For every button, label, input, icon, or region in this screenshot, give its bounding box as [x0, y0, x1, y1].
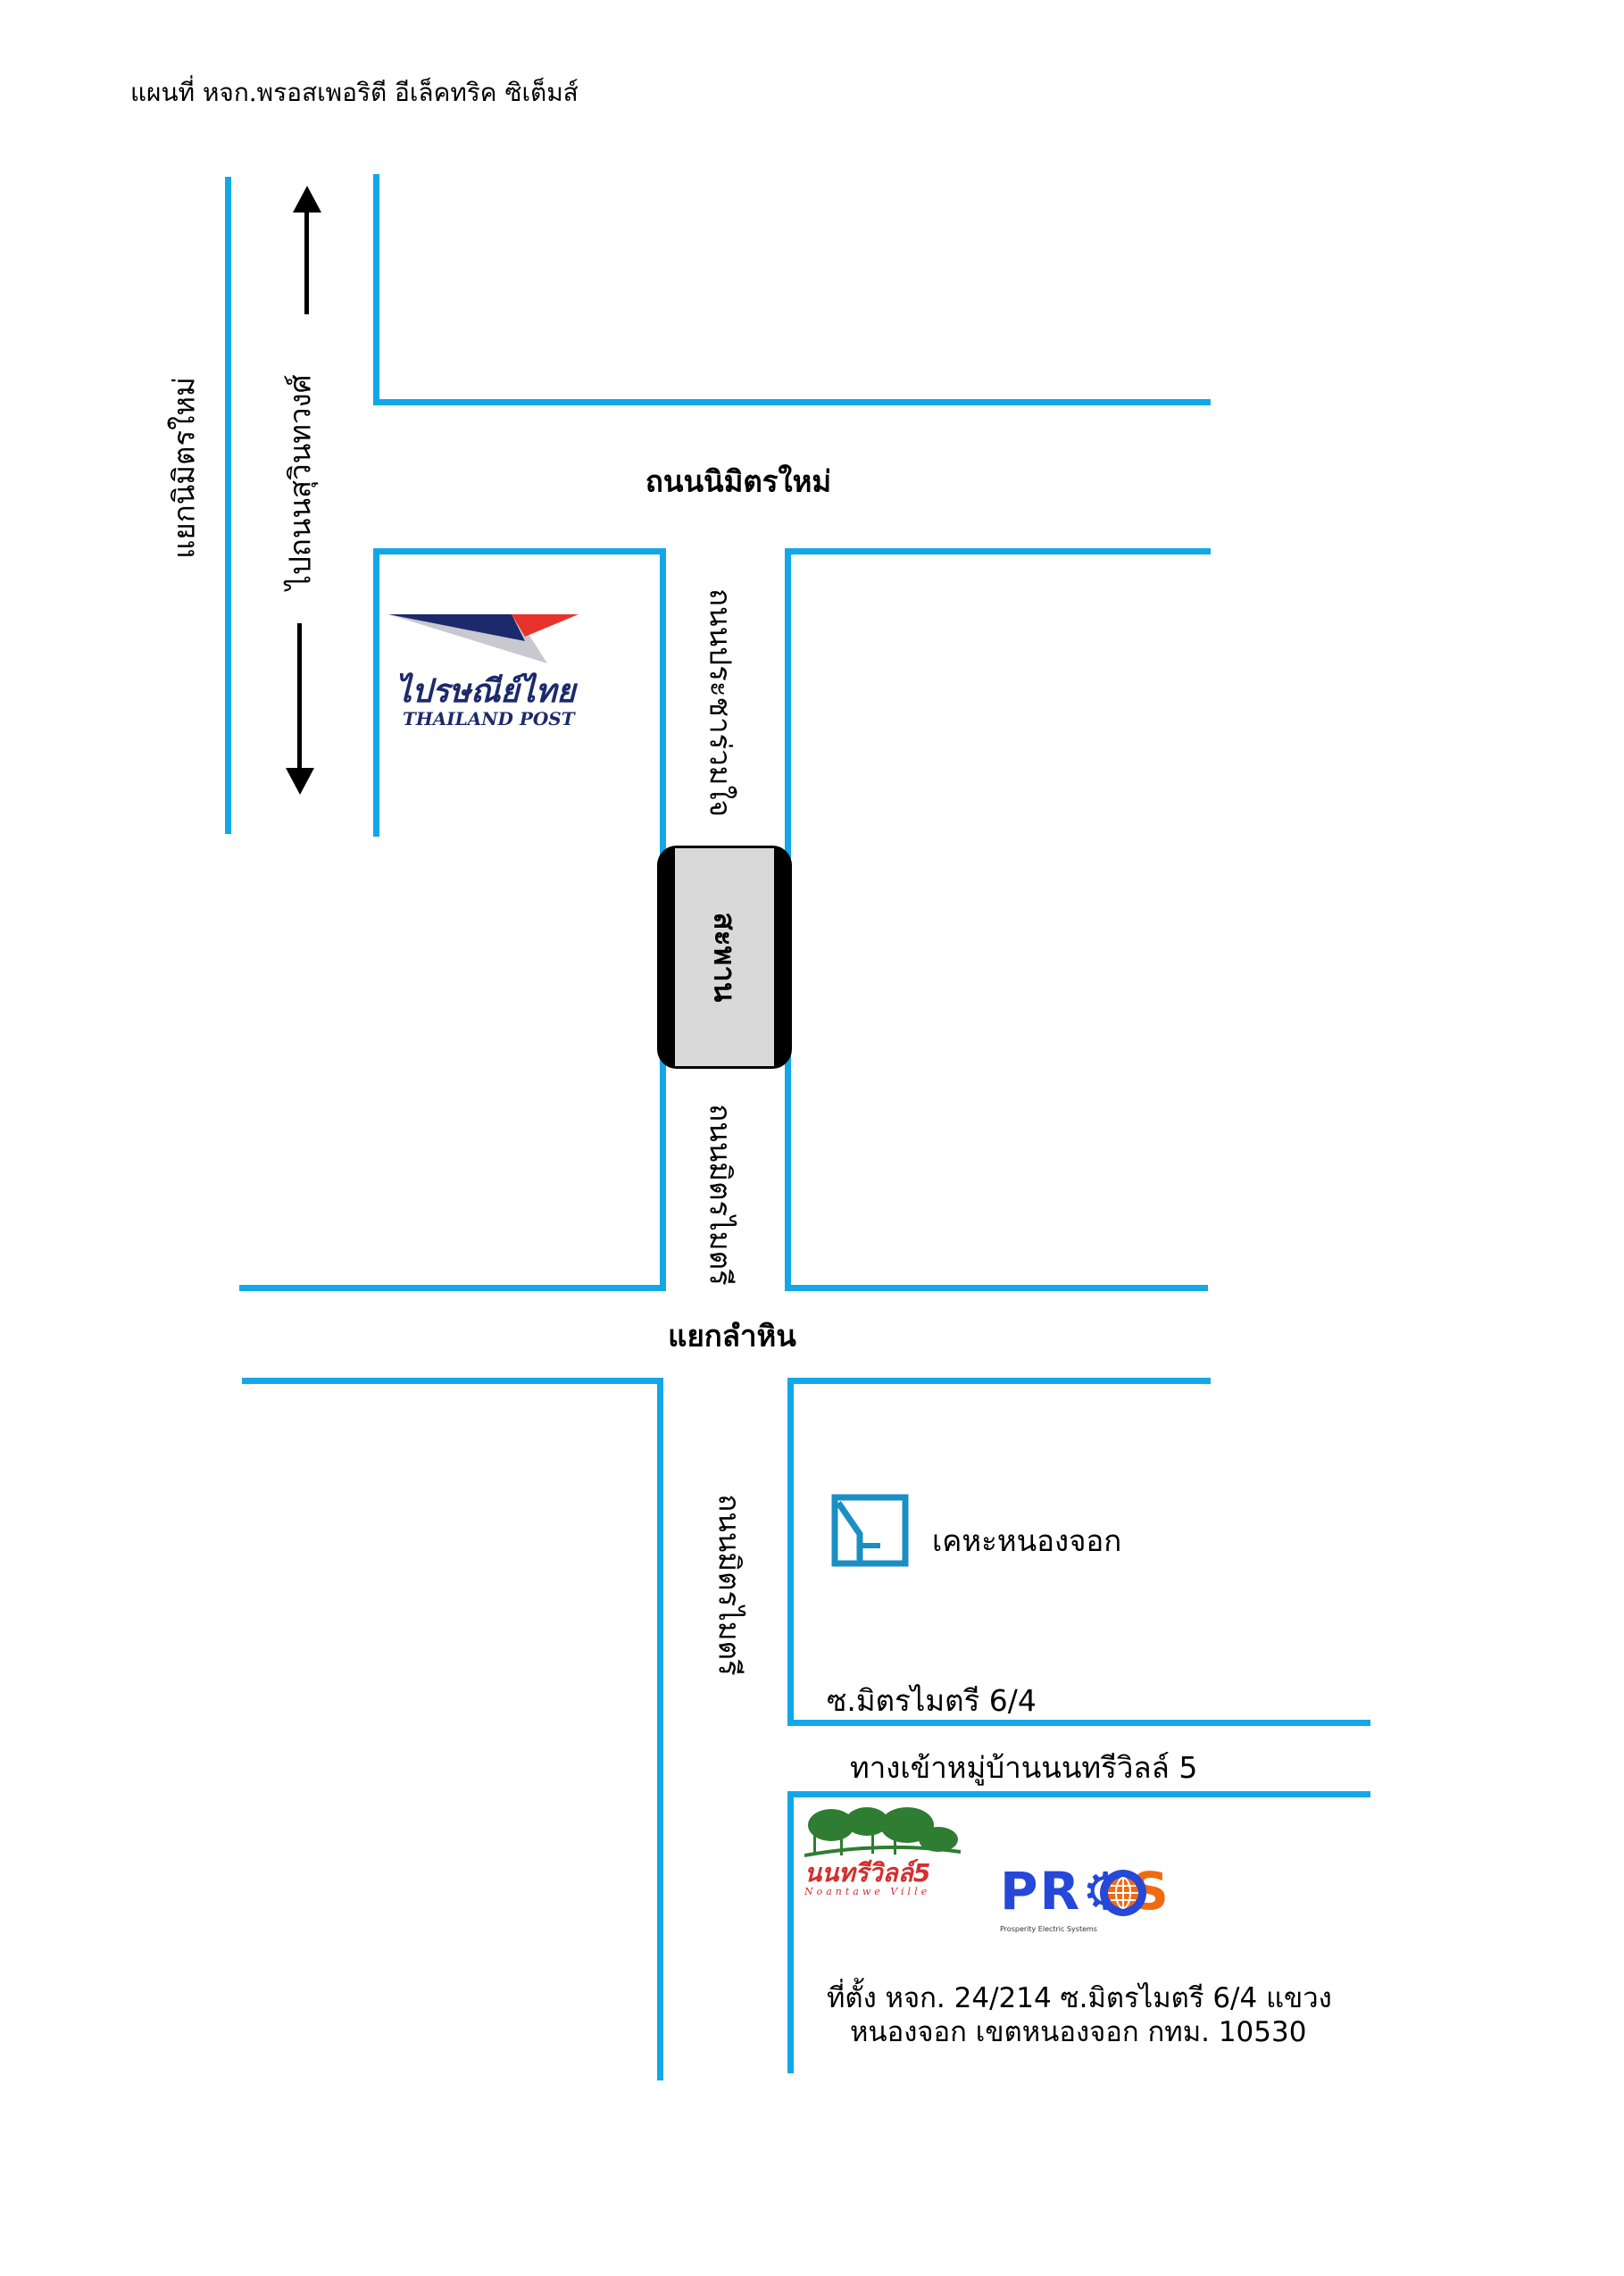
label-nimit-mai-road: ถนนนิมิตรใหม่ [645, 463, 832, 499]
road-line [242, 1378, 663, 1384]
village-logo-en: Noantawe Ville [804, 1886, 931, 1897]
label-village-entrance: ทางเข้าหมู่บ้านนนทรีวิลล์ 5 [850, 1750, 1198, 1785]
label-nimit-mai-junction: แยกนิมิตรใหม่ [166, 377, 202, 559]
noantawe-ville-logo: นนทรีวิลล์5 Noantawe Ville [804, 1805, 962, 1897]
road-line [787, 1791, 794, 2073]
label-bridge: สะพาน [707, 912, 743, 1003]
post-en-text: THAILAND POST [403, 708, 575, 729]
road-line [787, 1720, 1370, 1726]
label-kheha: เคหะหนองจอก [932, 1523, 1122, 1558]
label-mit-maitri-lower: ถนนมิตรไมตรี [712, 1494, 747, 1676]
post-thai-text: ไปรษณีย์ไทย [396, 673, 576, 710]
road-line [373, 548, 379, 837]
label-lam-hin-junction: แยกลำหิน [668, 1318, 796, 1354]
globe-gear-icon [1100, 1870, 1146, 1916]
thailand-post-logo: ไปรษณีย์ไทย THAILAND POST [387, 610, 583, 735]
road-line [373, 399, 1211, 405]
label-soi: ซ.มิตรไมตรี 6/4 [827, 1683, 1037, 1718]
road-line [785, 548, 1211, 554]
kheha-logo-icon [831, 1494, 909, 1567]
bridge-deck [675, 848, 774, 1066]
label-mit-maitri-upper: ถนนมิตรไมตรี [703, 1104, 738, 1286]
village-logo-thai: นนทรีวิลล์5 [804, 1858, 931, 1888]
pros-logo: PR⚙S Prosperity Electric Systems [1000, 1848, 1196, 1947]
arrow-up-icon [304, 210, 309, 314]
map-title: แผนที่ หจก.พรอสเพอริตี อีเล็คทริค ซิเต็ม… [130, 78, 579, 107]
address-line-2: หนองจอก เขตหนองจอก กทม. 10530 [850, 2016, 1307, 2048]
label-to-suwinthawong: ไปถนนสุวินทวงศ์ [282, 374, 318, 590]
road-line [787, 1378, 794, 1725]
arrow-down-icon [297, 623, 302, 771]
address-line-1: ที่ตั้ง หจก. 24/214 ซ.มิตรไมตรี 6/4 แขวง [827, 1982, 1332, 2014]
pros-tagline: Prosperity Electric Systems [1000, 1925, 1097, 1933]
label-pracha-ruam-jai: ถนนประชาร่วมใจ [703, 588, 738, 817]
trees-icon [804, 1807, 962, 1857]
post-wing-icon [388, 614, 579, 663]
road-line [239, 1285, 666, 1291]
road-line [787, 1791, 1370, 1797]
arrow-down-head [286, 768, 314, 795]
road-line [373, 174, 379, 404]
road-line [785, 1285, 1208, 1291]
arrow-up-head [293, 186, 321, 213]
road-line [787, 1378, 1211, 1384]
road-line [657, 1378, 663, 2080]
road-line [225, 177, 231, 834]
road-line [373, 548, 662, 554]
